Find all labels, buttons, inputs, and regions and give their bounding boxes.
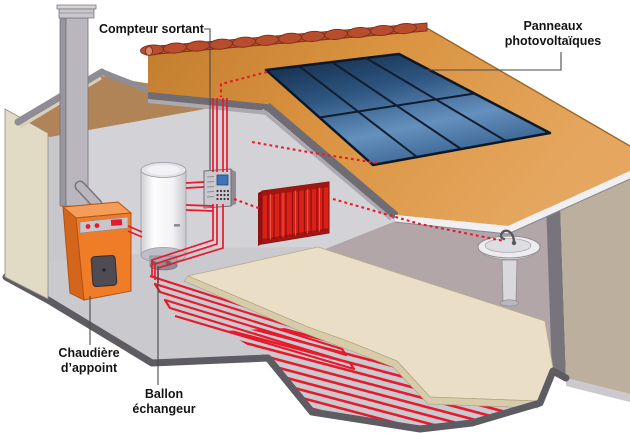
radiator	[258, 181, 330, 246]
label-chaudiere-line1: Chaudière	[58, 346, 120, 360]
flue-pipe	[74, 180, 103, 210]
label-compteur-sortant: Compteur sortant	[99, 22, 204, 36]
dotted-pipes	[219, 70, 505, 243]
label-panneaux-line1: Panneaux	[523, 19, 583, 33]
meter-display	[216, 174, 229, 186]
label-ballon-line2: échangeur	[132, 401, 196, 416]
slab-edge	[2, 273, 570, 433]
label-ballon-echangeur: Ballon échangeur	[121, 387, 207, 417]
exchanger-tank	[140, 162, 187, 271]
leader-compteur	[204, 28, 211, 170]
meter-to-radiator-dotted	[233, 198, 262, 210]
panel-lower-dotted	[251, 140, 378, 165]
label-panneaux-photovoltaiques: Panneaux photovoltaïques	[491, 19, 615, 49]
label-panneaux-line2: photovoltaïques	[504, 33, 602, 48]
finished-floor	[183, 246, 554, 409]
pedestal-sink	[477, 229, 541, 307]
chimney	[56, 4, 97, 207]
right-outer-wall	[546, 179, 630, 402]
panel-to-meter-dotted	[219, 70, 268, 97]
export-meter	[203, 168, 236, 209]
solar-panel-array	[264, 52, 552, 167]
left-outer-wall	[4, 108, 49, 300]
boiler-door	[90, 254, 118, 288]
label-ballon-line1: Ballon	[144, 387, 184, 401]
leader-lines	[89, 28, 562, 385]
meter-keypad	[216, 189, 230, 201]
label-chaudiere-line2: d’appoint	[60, 360, 118, 375]
ridge-tiles	[140, 22, 428, 56]
leader-panneaux	[424, 52, 562, 71]
faucet	[499, 229, 516, 245]
radiator-to-sink-dotted	[332, 197, 505, 243]
label-chaudiere-appoint: Chaudière d’appoint	[46, 346, 132, 376]
backup-boiler	[61, 201, 133, 301]
